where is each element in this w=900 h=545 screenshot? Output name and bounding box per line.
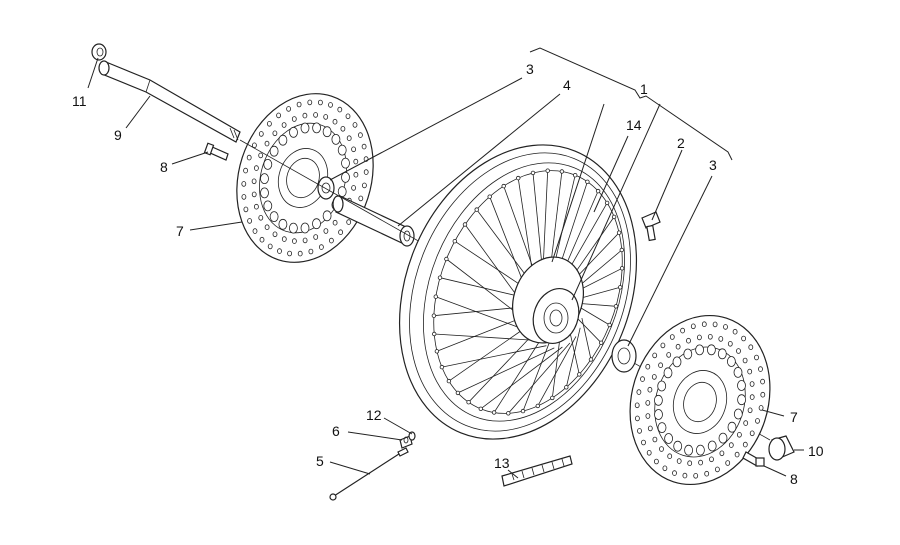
label-8-left: 8 (160, 159, 168, 175)
label-10: 10 (808, 443, 824, 459)
bearing-left (317, 176, 335, 200)
spoke-washer (408, 431, 416, 441)
label-9: 9 (114, 127, 122, 143)
label-7-left: 7 (176, 223, 184, 239)
axle-nut (91, 43, 107, 61)
group-bracket (529, 47, 733, 161)
tyre-valve (641, 211, 661, 242)
disc-bolt-right (742, 451, 765, 467)
label-6: 6 (332, 423, 340, 439)
spoke-loose (329, 447, 409, 501)
brake-disc-right (629, 314, 771, 486)
label-2: 2 (677, 135, 685, 151)
bearing-right (611, 339, 637, 373)
balance-weights (501, 455, 573, 487)
label-11: 11 (72, 93, 87, 109)
label-12: 12 (366, 407, 382, 423)
label-14: 14 (626, 117, 642, 133)
label-13: 13 (494, 455, 510, 471)
spoke-nipple (399, 435, 413, 449)
callout-labels: 11 9 8 7 3 4 1 14 2 3 7 10 8 12 6 5 13 (72, 61, 824, 487)
label-4: 4 (563, 77, 571, 93)
label-1: 1 (640, 81, 648, 97)
label-3-right: 3 (709, 157, 717, 173)
leader-lines (87, 57, 804, 479)
wheel-hub (512, 256, 584, 344)
axle (98, 60, 241, 143)
brake-disc-left (236, 93, 374, 263)
spacer-tube (332, 195, 415, 247)
label-7-right: 7 (790, 409, 798, 425)
label-8-right: 8 (790, 471, 798, 487)
spacer-cap (768, 435, 795, 461)
disc-bolt-left (203, 142, 229, 161)
label-5: 5 (316, 453, 324, 469)
label-3-left: 3 (526, 61, 534, 77)
